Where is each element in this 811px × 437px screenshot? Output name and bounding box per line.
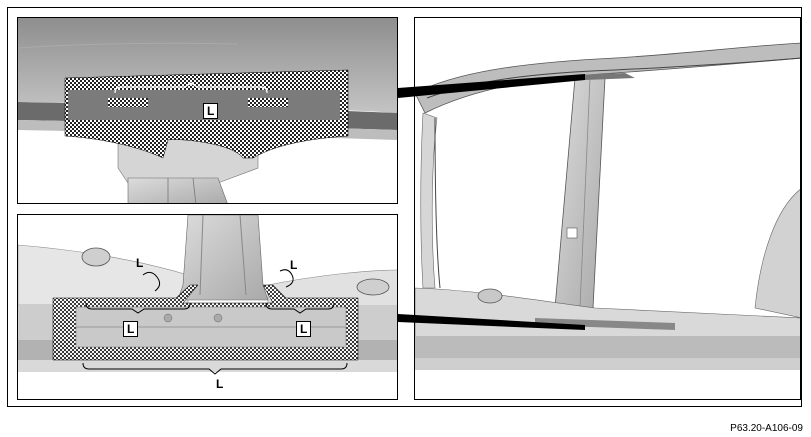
callout-l-inner-right: L [296, 321, 312, 337]
callout-l-span: L [216, 377, 224, 391]
overview-body-side-panel [414, 17, 801, 400]
body-side-illustration [415, 18, 800, 399]
detail-sill-panel: L L L L L [17, 214, 398, 400]
reference-code: P63.20-A106-09 [730, 423, 803, 434]
callout-l-top: L [203, 103, 219, 119]
detail-roof-rail-panel: L [17, 17, 398, 204]
callout-l-inner-left: L [123, 321, 139, 337]
callout-l-left-seam: L [136, 256, 144, 270]
sill-illustration [18, 215, 397, 399]
callout-l-right-seam: L [290, 258, 298, 272]
